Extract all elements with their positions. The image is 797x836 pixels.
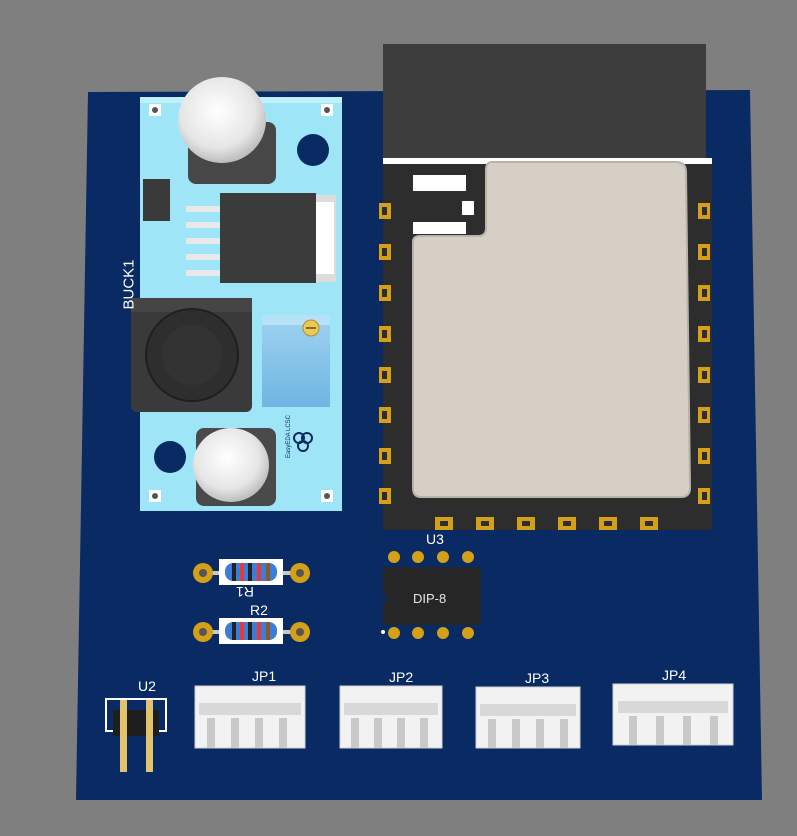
easyeda-logo (293, 432, 313, 452)
regulator-ic (186, 193, 336, 283)
connector-jp1 (194, 685, 306, 749)
dip8-ic (379, 551, 481, 639)
capacitor-top (178, 77, 276, 184)
smd-diode (143, 179, 170, 221)
buck-logo-text: EasyEDA LCSC (286, 414, 292, 458)
connector-label-jp4: JP4 (662, 667, 687, 683)
buck-label: BUCK1 (120, 259, 138, 310)
connector-jp4 (612, 683, 734, 746)
buck-module (131, 77, 342, 511)
connector-label-jp3: JP3 (525, 670, 550, 686)
mounting-hole (297, 134, 329, 166)
ic-package-label: DIP-8 (413, 591, 447, 606)
connector-label-jp2: JP2 (389, 669, 414, 685)
connector-jp3 (475, 686, 581, 749)
connector-jp2 (339, 685, 443, 749)
header-label: U2 (138, 678, 156, 694)
inductor (131, 298, 252, 412)
esp32-module (379, 44, 712, 530)
rf-shield (412, 161, 692, 498)
mounting-hole (154, 441, 186, 473)
r2-label: R2 (250, 602, 268, 618)
r1-label: R1 (236, 584, 254, 600)
ic-label: U3 (426, 531, 444, 547)
resistor-r1 (193, 559, 310, 585)
potentiometer (262, 315, 330, 407)
capacitor-bottom (193, 428, 276, 506)
resistor-r2 (193, 618, 310, 644)
pin-header-u2 (105, 698, 167, 772)
connector-label-jp1: JP1 (252, 668, 277, 684)
